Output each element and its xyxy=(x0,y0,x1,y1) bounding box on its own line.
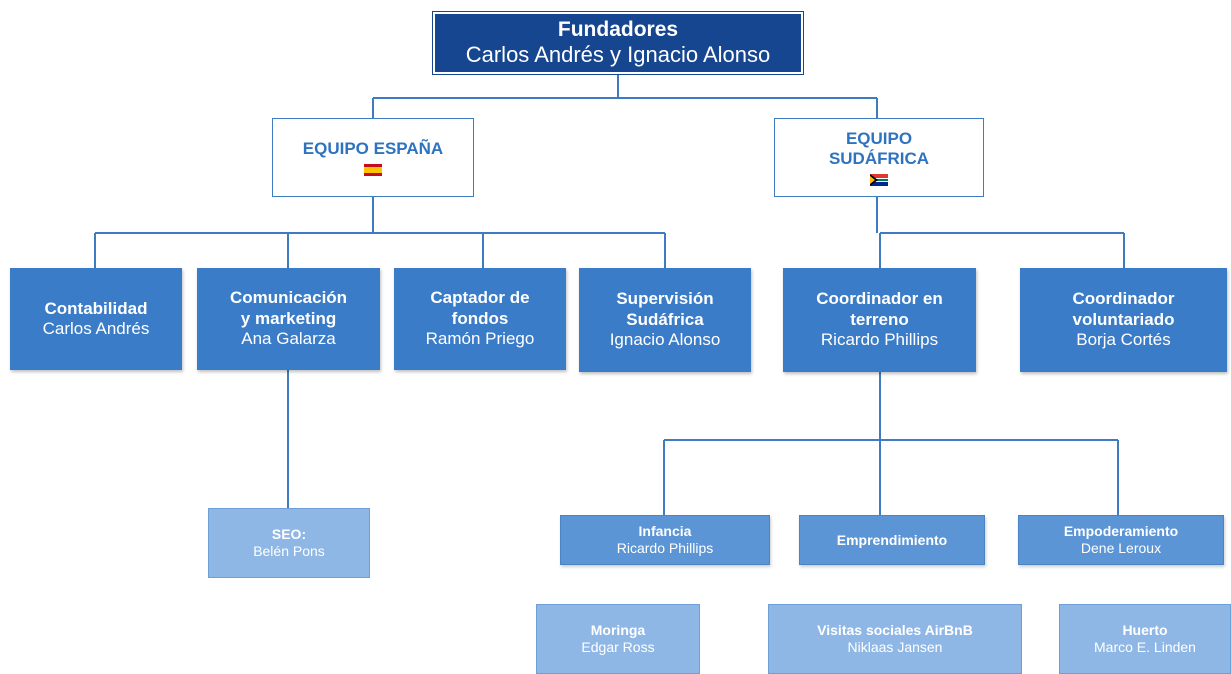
role-contabilidad-title: Contabilidad xyxy=(44,298,148,318)
role-coordinador-terreno-title-line1: Coordinador en xyxy=(816,289,943,309)
project-moringa-name: Edgar Ross xyxy=(581,639,655,655)
role-coordinador-terreno-name: Ricardo Phillips xyxy=(820,330,939,350)
role-coordinador-voluntariado-title-line2: voluntariado xyxy=(1072,309,1175,329)
team-south-africa-box: EQUIPO SUDÁFRICA xyxy=(774,118,984,197)
project-moringa-box: Moringa Edgar Ross xyxy=(536,604,700,674)
role-comunicacion-box: Comunicación y marketing Ana Galarza xyxy=(197,268,380,370)
role-captador-title-line2: fondos xyxy=(451,308,509,328)
role-coordinador-voluntariado-name: Borja Cortés xyxy=(1076,330,1171,350)
sub-role-infancia-box: Infancia Ricardo Phillips xyxy=(560,515,770,565)
project-huerto-name: Marco E. Linden xyxy=(1094,639,1196,655)
project-moringa-title: Moringa xyxy=(590,622,646,639)
connector-south-africa xyxy=(876,197,1125,268)
project-huerto-title: Huerto xyxy=(1122,622,1168,639)
sub-role-emprendimiento-title: Emprendimiento xyxy=(836,531,948,548)
sub-role-infancia-name: Ricardo Phillips xyxy=(616,540,714,556)
role-captador-title-line1: Captador de xyxy=(430,288,530,308)
root-name: Carlos Andrés y Ignacio Alonso xyxy=(465,42,771,68)
connector-root xyxy=(372,74,878,118)
root-founders-box: Fundadores Carlos Andrés y Ignacio Alons… xyxy=(433,12,803,74)
sub-role-empoderamiento-name: Dene Leroux xyxy=(1080,540,1162,556)
sub-role-seo-box: SEO: Belén Pons xyxy=(208,508,370,578)
role-supervision-name: Ignacio Alonso xyxy=(609,330,721,350)
sub-role-seo-name: Belén Pons xyxy=(253,543,325,559)
role-captador-box: Captador de fondos Ramón Priego xyxy=(394,268,566,370)
sub-role-emprendimiento-box: Emprendimiento xyxy=(799,515,985,565)
team-spain-box: EQUIPO ESPAÑA xyxy=(272,118,474,197)
connector-coordinator xyxy=(663,372,1119,515)
team-south-africa-title-line1: EQUIPO xyxy=(845,128,913,148)
sub-role-empoderamiento-title: Empoderamiento xyxy=(1063,523,1179,540)
project-visitas-box: Visitas sociales AirBnB Niklaas Jansen xyxy=(768,604,1022,674)
connector-spain xyxy=(94,197,666,268)
spain-flag-icon xyxy=(364,164,382,177)
sub-role-infancia-title: Infancia xyxy=(638,523,692,540)
role-supervision-box: Supervisión Sudáfrica Ignacio Alonso xyxy=(579,268,751,372)
team-south-africa-title-line2: SUDÁFRICA xyxy=(828,149,930,168)
role-comunicacion-title-line2: y marketing xyxy=(240,308,337,328)
role-contabilidad-name: Carlos Andrés xyxy=(42,319,150,338)
team-spain-title: EQUIPO ESPAÑA xyxy=(302,138,444,158)
project-visitas-title: Visitas sociales AirBnB xyxy=(817,622,973,639)
role-captador-name: Ramón Priego xyxy=(425,329,535,349)
role-supervision-title-line1: Supervisión xyxy=(616,289,714,309)
project-huerto-box: Huerto Marco E. Linden xyxy=(1059,604,1231,674)
role-comunicacion-title-line1: Comunicación xyxy=(229,288,348,308)
role-comunicacion-name: Ana Galarza xyxy=(241,329,336,349)
role-contabilidad-box: Contabilidad Carlos Andrés xyxy=(10,268,182,370)
south-africa-flag-icon xyxy=(870,174,888,187)
project-visitas-name: Niklaas Jansen xyxy=(847,639,943,655)
role-coordinador-terreno-box: Coordinador en terreno Ricardo Phillips xyxy=(783,268,976,372)
role-supervision-title-line2: Sudáfrica xyxy=(626,309,704,329)
sub-role-seo-title: SEO: xyxy=(271,526,307,543)
role-coordinador-voluntariado-box: Coordinador voluntariado Borja Cortés xyxy=(1020,268,1227,372)
sub-role-empoderamiento-box: Empoderamiento Dene Leroux xyxy=(1018,515,1224,565)
root-title: Fundadores xyxy=(557,18,679,42)
role-coordinador-voluntariado-title-line1: Coordinador xyxy=(1072,289,1175,309)
role-coordinador-terreno-title-line2: terreno xyxy=(850,309,909,329)
